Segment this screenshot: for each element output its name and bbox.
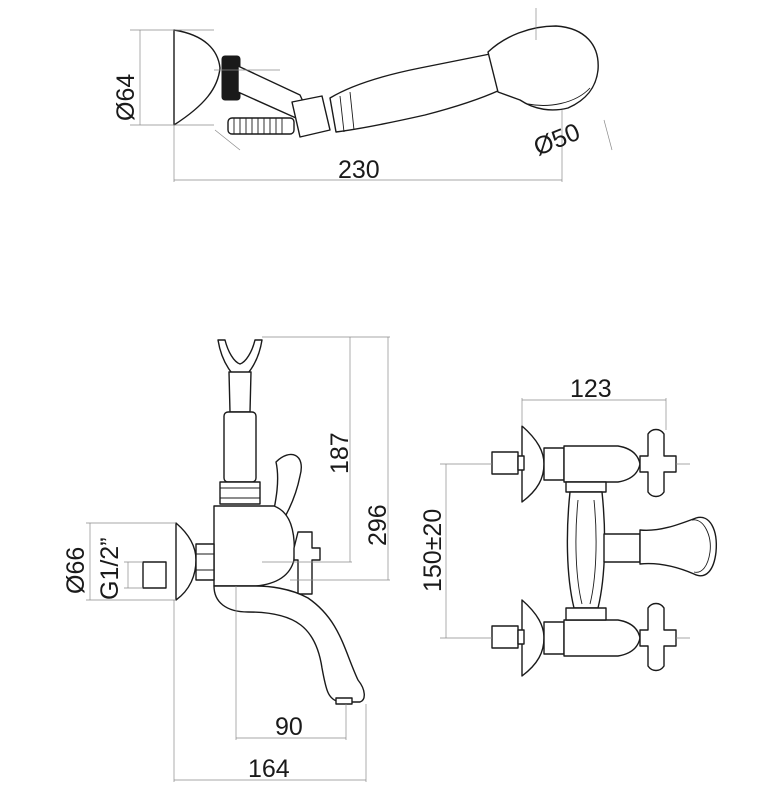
cross-handle-lower xyxy=(639,602,677,672)
dim-centre-distance: 150±20 xyxy=(419,509,447,592)
thread-connector xyxy=(142,561,167,589)
handshower-dimension-lines xyxy=(130,8,613,182)
dim-holder-height: 187 xyxy=(326,432,354,474)
handshower-top-view xyxy=(173,25,599,138)
dim-overall-height: 296 xyxy=(364,504,392,546)
diverter-lever xyxy=(271,453,302,523)
dim-connection-thread: G1/2” xyxy=(96,537,124,600)
dim-handshower-head-diameter: Ø64 xyxy=(112,74,140,121)
mixer-front-view xyxy=(491,425,717,677)
holder-clamp xyxy=(291,95,331,138)
bath-spout xyxy=(213,585,365,703)
dim-spout-offset: 90 xyxy=(275,713,303,741)
body-collar-lower xyxy=(565,607,607,621)
inlet-nut-lower xyxy=(491,625,519,649)
dim-handshower-length: 230 xyxy=(338,156,380,184)
front-view-dimension-lines xyxy=(440,398,690,639)
wall-bracket-cup xyxy=(173,29,221,126)
escutcheon-lower xyxy=(521,599,545,677)
cross-handle-side xyxy=(293,531,321,595)
handshower-spray-head xyxy=(487,25,599,111)
escutcheon-side xyxy=(175,522,197,601)
mixer-body xyxy=(213,505,296,587)
dim-escutcheon-diameter: Ø66 xyxy=(62,547,90,594)
central-body xyxy=(566,491,606,609)
riser-nut xyxy=(219,481,261,505)
side-view-dimension-lines xyxy=(86,336,390,782)
valve-body-upper xyxy=(563,445,641,483)
hose-spring xyxy=(227,117,295,135)
inlet-nut-upper xyxy=(491,451,519,475)
spout-aerator xyxy=(335,697,353,705)
mixer-side-view xyxy=(142,339,365,705)
cross-handle-upper xyxy=(639,428,677,498)
dim-handle-span: 123 xyxy=(570,375,612,403)
dim-spout-projection: 164 xyxy=(248,755,290,783)
inlet-nut xyxy=(195,543,215,581)
central-joint xyxy=(603,533,641,563)
body-collar-upper xyxy=(565,481,607,493)
handshower-grip xyxy=(329,53,501,133)
body-nut-upper xyxy=(543,447,565,481)
spout-front xyxy=(639,516,717,577)
escutcheon-upper xyxy=(521,425,545,503)
riser-tube xyxy=(223,411,257,483)
dim-handshower-spray-diameter: Ø50 xyxy=(530,118,584,162)
body-nut-lower xyxy=(543,621,565,655)
valve-body-lower xyxy=(563,619,641,657)
